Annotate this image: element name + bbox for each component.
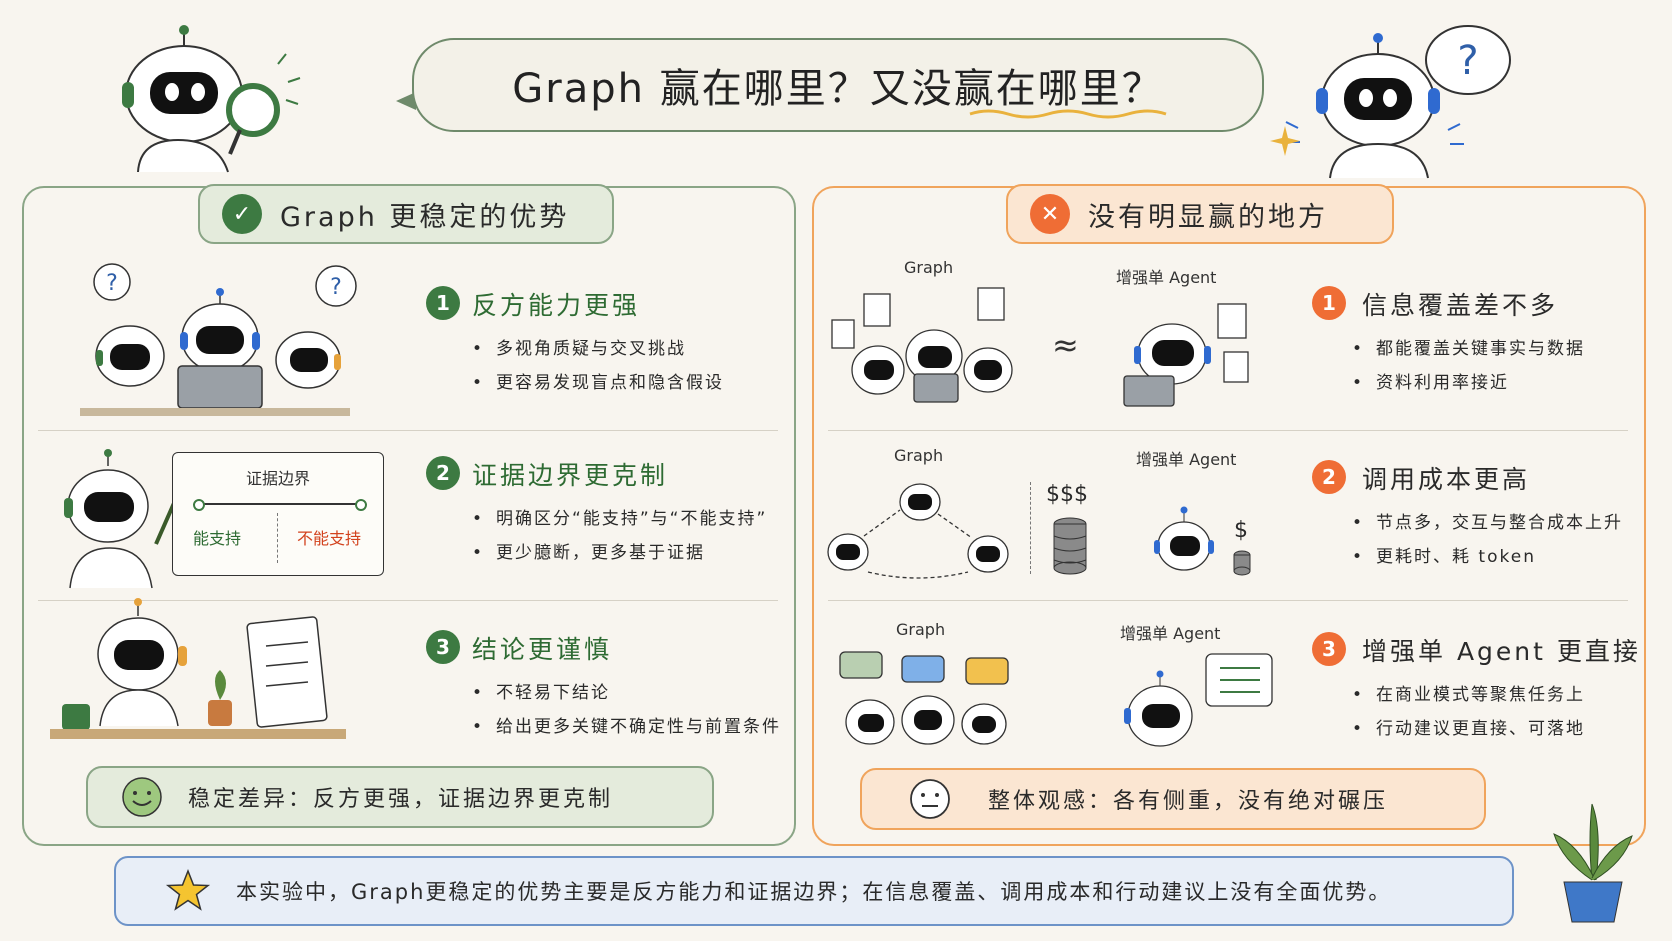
robot-question-illustration: ? bbox=[1285, 25, 1511, 179]
smile-icon bbox=[122, 777, 162, 817]
left-section-2-title: 证据边界更克制 bbox=[472, 461, 669, 490]
coin-stack-small-icon bbox=[1233, 550, 1251, 576]
left-section-3-number: 3 bbox=[426, 630, 460, 664]
left-panel-heading: ✓ Graph 更稳定的优势 bbox=[198, 184, 614, 244]
right-section-3-caption-graph: Graph bbox=[896, 620, 946, 639]
left-summary-text: 稳定差异：反方更强，证据边界更克制 bbox=[188, 787, 614, 812]
left-section-3-bullet-2: 给出更多关键不确定性与前置条件 bbox=[472, 712, 781, 737]
right-section-2-caption-graph: Graph bbox=[894, 446, 944, 465]
left-section-3-bullet-1: 不轻易下结论 bbox=[472, 678, 610, 703]
evidence-board-line bbox=[197, 503, 359, 505]
left-section-1-number: 1 bbox=[426, 286, 460, 320]
sparkle-icon bbox=[1270, 126, 1300, 156]
left-summary: 稳定差异：反方更强，证据边界更克制 bbox=[86, 766, 714, 828]
robot-pointer-illustration bbox=[64, 449, 180, 589]
page-title: Graph 赢在哪里？又没赢在哪里？ bbox=[512, 66, 1164, 112]
svg-text:?: ? bbox=[330, 275, 342, 300]
neutral-face-icon bbox=[910, 779, 950, 819]
evidence-board-dot-left bbox=[193, 499, 205, 511]
plant-pot-icon bbox=[1553, 803, 1633, 923]
star-icon bbox=[165, 868, 211, 911]
cost-separator bbox=[1030, 482, 1031, 574]
right-section-3-caption-agent: 增强单 Agent bbox=[1120, 624, 1221, 643]
graph-robots-docs-illustration bbox=[831, 287, 1013, 403]
svg-text:?: ? bbox=[1457, 38, 1478, 84]
right-section-2-caption-agent: 增强单 Agent bbox=[1136, 450, 1237, 469]
evidence-board: 证据边界 能支持 不能支持 bbox=[172, 452, 384, 576]
evidence-board-separator bbox=[277, 513, 278, 563]
right-panel-heading-text: 没有明显赢的地方 bbox=[1088, 201, 1328, 233]
right-section-1-caption-agent: 增强单 Agent bbox=[1116, 268, 1217, 287]
left-section-3-title: 结论更谨慎 bbox=[472, 635, 613, 664]
right-section-2-number: 2 bbox=[1312, 460, 1346, 494]
cost-agent-label: $ bbox=[1234, 518, 1248, 543]
right-section-1-caption-graph: Graph bbox=[904, 258, 954, 277]
right-divider-1 bbox=[828, 430, 1628, 431]
right-section-3-number: 3 bbox=[1312, 632, 1346, 666]
right-section-3-bullet-2: 行动建议更直接、可落地 bbox=[1352, 714, 1585, 739]
evidence-board-title: 证据边界 bbox=[245, 469, 310, 488]
robots-laptop-illustration: ? ? bbox=[80, 263, 357, 416]
right-summary: 整体观感：各有侧重，没有绝对碾压 bbox=[860, 768, 1486, 830]
graph-chat-robots-illustration bbox=[839, 651, 1009, 745]
left-divider-1 bbox=[38, 430, 778, 431]
left-section-2-bullet-2: 更少臆断，更多基于证据 bbox=[472, 538, 705, 563]
right-section-3-title: 增强单 Agent 更直接 bbox=[1362, 637, 1641, 666]
left-section-1-bullet-2: 更容易发现盲点和隐含假设 bbox=[472, 368, 724, 393]
right-section-1-bullet-1: 都能覆盖关键事实与数据 bbox=[1352, 334, 1585, 359]
agent-robot-docs-illustration bbox=[1123, 303, 1249, 407]
left-divider-2 bbox=[38, 600, 778, 601]
approx-symbol: ≈ bbox=[1052, 326, 1079, 364]
svg-text:?: ? bbox=[106, 271, 118, 296]
right-section-1-number: 1 bbox=[1312, 286, 1346, 320]
check-icon: ✓ bbox=[222, 194, 262, 234]
coin-stack-large-icon bbox=[1053, 517, 1087, 575]
right-section-1-title: 信息覆盖差不多 bbox=[1362, 291, 1559, 320]
right-section-2-title: 调用成本更高 bbox=[1362, 465, 1531, 494]
right-panel-heading: ✕ 没有明显赢的地方 bbox=[1006, 184, 1394, 244]
cost-graph-label: $$$ bbox=[1046, 482, 1088, 507]
evidence-board-cannot: 不能支持 bbox=[297, 529, 362, 548]
left-section-2-number: 2 bbox=[426, 456, 460, 490]
evidence-board-can: 能支持 bbox=[193, 529, 242, 548]
footer-banner: 本实验中，Graph更稳定的优势主要是反方能力和证据边界；在信息覆盖、调用成本和… bbox=[114, 856, 1514, 926]
agent-robot-cost-illustration bbox=[1154, 506, 1214, 571]
left-section-1-bullet-1: 多视角质疑与交叉挑战 bbox=[472, 334, 686, 359]
right-summary-text: 整体观感：各有侧重，没有绝对碾压 bbox=[988, 789, 1389, 814]
left-section-1-title: 反方能力更强 bbox=[472, 291, 641, 320]
evidence-board-dot-right bbox=[355, 499, 367, 511]
title-bubble-tail bbox=[396, 92, 416, 110]
right-divider-2 bbox=[828, 600, 1628, 601]
right-section-3-bullet-1: 在商业模式等聚焦任务上 bbox=[1352, 680, 1585, 705]
title-underline bbox=[969, 109, 1167, 119]
footer-text: 本实验中，Graph更稳定的优势主要是反方能力和证据边界；在信息覆盖、调用成本和… bbox=[236, 880, 1392, 904]
robot-magnifier-illustration bbox=[122, 25, 301, 173]
right-section-2-bullet-2: 更耗时、耗 token bbox=[1352, 542, 1536, 567]
right-section-1-bullet-2: 资料利用率接近 bbox=[1352, 368, 1509, 393]
agent-checklist-illustration bbox=[1124, 653, 1273, 747]
left-panel-heading-text: Graph 更稳定的优势 bbox=[280, 201, 570, 233]
graph-network-illustration bbox=[827, 483, 1009, 579]
robot-checklist-illustration bbox=[50, 598, 346, 739]
left-section-2-bullet-1: 明确区分“能支持”与“不能支持” bbox=[472, 504, 767, 529]
cross-icon: ✕ bbox=[1030, 194, 1070, 234]
right-section-2-bullet-1: 节点多，交互与整合成本上升 bbox=[1352, 508, 1623, 533]
